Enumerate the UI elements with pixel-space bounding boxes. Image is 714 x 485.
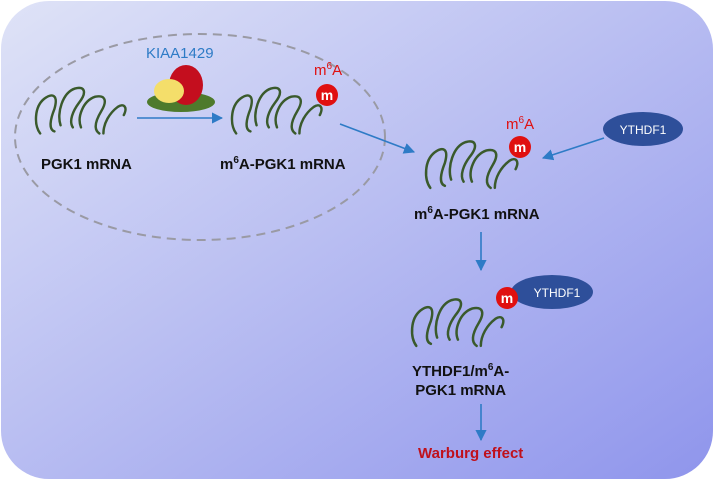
m6a-mark-caption: m6A: [506, 115, 534, 133]
m6a-mark-nucleus: m m6A: [314, 61, 342, 106]
ythdf1-reader-free: YTHDF1: [603, 112, 683, 146]
enzyme-label: KIAA1429: [146, 45, 214, 62]
m6a-mark-cytoplasm: m m6A: [506, 115, 534, 158]
m6a-rest: A-PGK1 mRNA: [432, 206, 540, 223]
m6a-mark-caption: m6A: [314, 61, 342, 79]
m6a-pgk1-mrna-label: m6A-PGK1 mRNA: [220, 155, 346, 174]
m6a-prefix: m: [220, 156, 234, 173]
ythdf1-reader-bound: YTHDF1 m: [496, 275, 593, 309]
m6a-superscript: 6: [233, 155, 239, 166]
warburg-effect-label: Warburg effect: [418, 445, 524, 462]
m6a-prefix: m: [414, 206, 428, 223]
m6a-mark-letter: m: [321, 87, 333, 103]
ythdf1-label: YTHDF1: [620, 123, 667, 137]
complex-line-2: PGK1 mRNA: [415, 382, 507, 399]
nucleus-boundary: [14, 33, 386, 241]
m6a-mark-letter: m: [514, 139, 526, 155]
m6a-pgk1-mrna-cyto-label: m6A-PGK1 mRNA: [414, 205, 540, 224]
ythdf1-label: YTHDF1: [534, 286, 581, 300]
arrow-reader-binding: [541, 137, 605, 161]
arrow-export: [339, 123, 416, 154]
m6a-superscript: 6: [427, 205, 433, 216]
ythdf1-complex-label: YTHDF1/m6A- PGK1 mRNA: [412, 362, 509, 400]
complex-line-1: YTHDF1/m6A-: [412, 362, 510, 381]
pgk1-mrna-label: PGK1 mRNA: [41, 156, 132, 173]
m6a-mark-letter: m: [501, 290, 513, 306]
m6a-rest: A-PGK1 mRNA: [238, 156, 346, 173]
kiaa1429-complex-icon: [147, 65, 215, 112]
